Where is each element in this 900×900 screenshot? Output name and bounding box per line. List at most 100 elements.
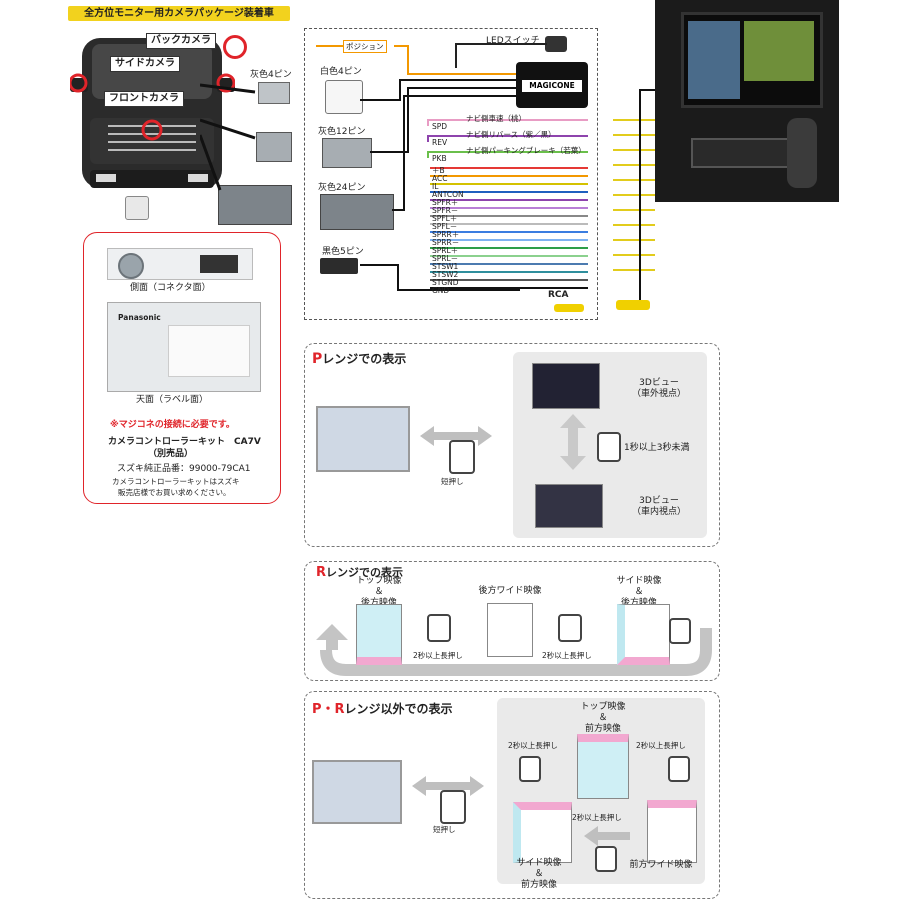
r-range-button-icon-2: [558, 614, 582, 642]
pin-label: SPRR－: [432, 238, 460, 247]
r-range-side-rear-image: [617, 604, 670, 665]
pin-label: SPFR＋: [432, 198, 459, 207]
kit-note-line1: カメラコントローラーキットはスズキ: [112, 477, 240, 486]
black5-label: 黒色5ピン: [322, 247, 364, 257]
nav-parking-label: ナビ側パーキングブレーキ（若葉）: [466, 146, 586, 155]
pin-label: ANTCON: [432, 190, 464, 199]
rca-label: RCA: [548, 290, 569, 300]
side-camera-label: サイドカメラ: [110, 56, 180, 72]
p-range-int-view-image: [535, 484, 603, 528]
pin-label: SPFL－: [432, 222, 458, 231]
wiring-panel: [304, 28, 598, 320]
camera-module: [125, 196, 149, 220]
r-range-title-suffix: レンジでの表示: [326, 566, 404, 579]
pin-label: PKB: [432, 154, 447, 163]
kit-name: カメラコントローラーキット CA7V: [108, 437, 261, 447]
kit-side-image: [107, 248, 253, 280]
other-range-side-front-label: サイド映像 ＆ 前方映像: [516, 858, 562, 890]
nav-wires: [613, 89, 655, 300]
pin-label: GND: [432, 286, 450, 295]
pin-label: STGND: [432, 278, 459, 287]
led-switch: [545, 36, 567, 52]
gray24-label: 灰色24ピン: [318, 183, 366, 193]
back-camera-label: バックカメラ: [146, 33, 216, 49]
other-range-long-press-1: 2秒以上長押し: [508, 741, 558, 750]
other-range-top-front-label: トップ映像 ＆ 前方映像: [580, 702, 626, 734]
p-range-int-view-label: 3Dビュー （車内視点）: [632, 496, 687, 517]
p-range-swap-arrow: [420, 426, 492, 446]
other-range-panel: [304, 691, 720, 899]
r-range-loop-arrow: [316, 610, 714, 676]
pin-label: STSW2: [432, 270, 459, 279]
other-range-long-press-3: 2秒以上長押し: [572, 813, 622, 822]
pin-label: SPFL＋: [432, 214, 458, 223]
other-range-side-front-image: [513, 802, 572, 863]
other-range-short-press: 短押し: [433, 825, 456, 834]
other-range-title: P・Rレンジ以外での表示: [312, 698, 453, 717]
kit-brand: Panasonic: [118, 313, 161, 322]
led-switch-label: LEDスイッチ: [486, 36, 540, 46]
r-range-panel: [304, 561, 720, 681]
pin-label: SPRR＋: [432, 230, 460, 239]
connector-gray12-left: [256, 132, 292, 162]
kit-top-label: 天面（ラベル面）: [136, 395, 209, 405]
connector-gray12: [322, 138, 372, 168]
p-range-button-icon-2: [597, 432, 621, 462]
p-range-short-press: 短押し: [441, 477, 464, 486]
pin-label: SPRL＋: [432, 246, 459, 255]
pin-label: STSW1: [432, 262, 459, 271]
position-wire: [316, 45, 516, 75]
car-wires: [200, 83, 256, 191]
r-range-wide-rear-label: 後方ワイド映像: [478, 586, 542, 596]
other-range-long-press-2: 2秒以上長押し: [636, 741, 686, 750]
header-title: 全方位モニター用カメラパッケージ装着車: [68, 6, 290, 21]
other-range-title-suffix: レンジ以外での表示: [344, 702, 453, 716]
r-range-wide-rear-image: [487, 603, 533, 657]
back-camera-mark: [223, 35, 247, 59]
p-range-title: Pレンジでの表示: [312, 350, 406, 367]
p-range-ext-view-label: 3Dビュー （車外視点）: [632, 378, 687, 399]
gray4-label-left: 灰色4ピン: [250, 70, 292, 80]
other-range-left-arrow: [584, 826, 630, 846]
r-range-side-rear-label: サイド映像 ＆ 後方映像: [616, 576, 662, 608]
pin-label: SPD: [432, 122, 448, 131]
pin-label: ACC: [432, 174, 448, 183]
magicone-unit: MAGICONE: [516, 62, 588, 108]
kit-top-image: Panasonic: [107, 302, 261, 392]
kit-note-line2: 販売店様でお買い求めください。: [118, 488, 231, 497]
p-range-ext-view-image: [532, 363, 600, 409]
connector-gray24-left: [218, 185, 292, 225]
r-range-long-press-2: 2秒以上長押し: [542, 651, 592, 660]
r-range-top-rear-image: [356, 604, 402, 665]
other-range-button-icon: [440, 790, 466, 824]
p-range-nav-screen: [316, 406, 410, 472]
connector-white4: [325, 80, 363, 114]
rca-plug-nav: [616, 300, 650, 310]
other-range-swap-arrow: [412, 776, 484, 796]
kit-sold-separately: （別売品）: [148, 449, 194, 459]
white4-label: 白色4ピン: [320, 67, 362, 77]
r-range-title: Rレンジでの表示: [316, 564, 403, 580]
magicone-label: MAGICONE: [522, 80, 582, 92]
r-range-long-press-1: 2秒以上長押し: [413, 651, 463, 660]
pin-label: ＋B: [432, 166, 445, 175]
r-range-button-icon-3: [669, 618, 691, 644]
navigation-unit-photo: [655, 0, 839, 202]
connector-gray4-left: [258, 82, 290, 104]
harness-lines: [360, 79, 520, 291]
p-range-vert-arrow: [560, 414, 586, 470]
p-range-title-suffix: レンジでの表示: [322, 352, 407, 366]
r-range-top-rear-label: トップ映像 ＆ 後方映像: [356, 576, 402, 608]
other-range-wide-front-image: [647, 800, 697, 863]
kit-part-number: スズキ純正品番：99000-79CA1: [117, 464, 251, 474]
colored-wires: [427, 119, 588, 289]
pin-label: SPRL－: [432, 254, 459, 263]
other-range-wide-front-label: 前方ワイド映像: [629, 860, 693, 870]
connector-black5: [320, 258, 358, 274]
other-range-top-front-image: [577, 734, 629, 799]
pin-label: IL: [432, 182, 439, 191]
connector-gray24: [320, 194, 394, 230]
other-range-title-prefix: P・R: [312, 702, 345, 717]
nav-speed-label: ナビ側車速（桃）: [466, 114, 526, 123]
r-range-button-icon-1: [427, 614, 451, 642]
